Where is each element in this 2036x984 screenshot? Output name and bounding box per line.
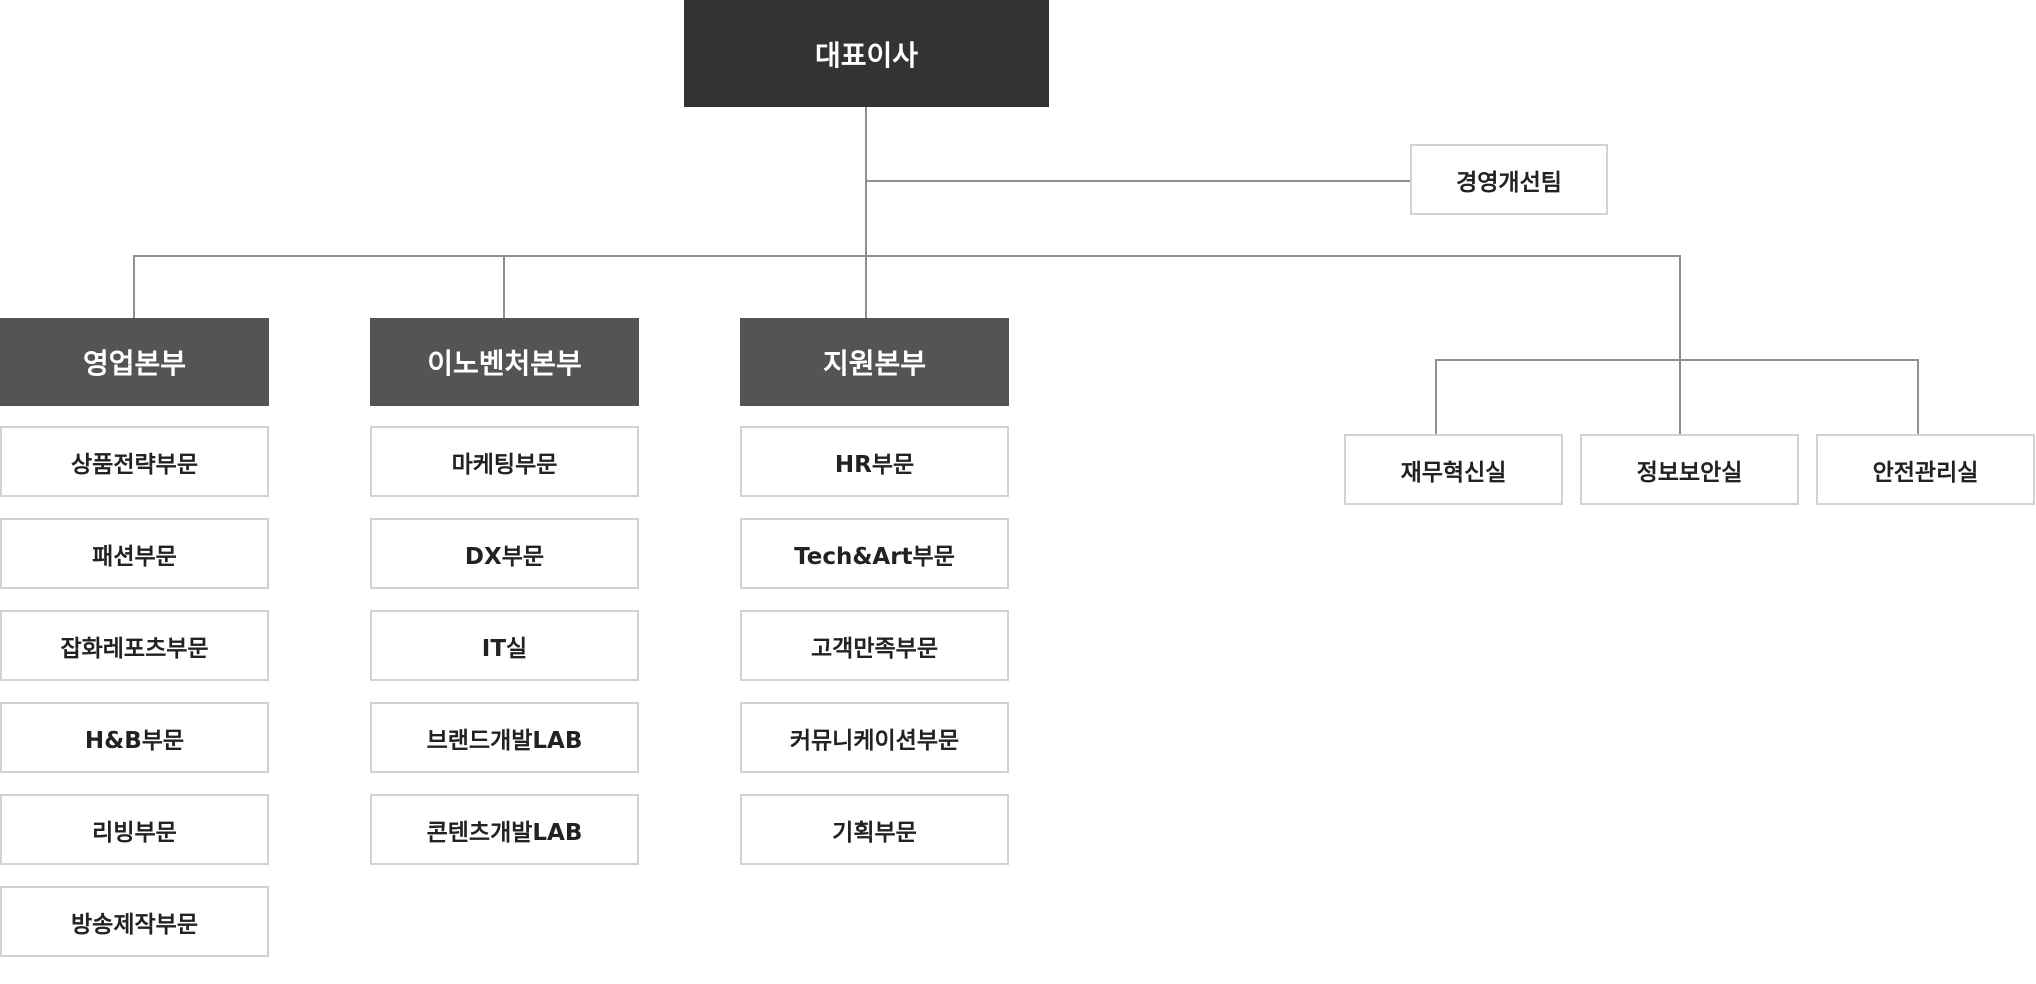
ceo-box: 대표이사 <box>684 0 1049 107</box>
department-box: 브랜드개발LAB <box>370 702 639 773</box>
division-box: 영업본부 <box>0 318 269 406</box>
department-box: IT실 <box>370 610 639 681</box>
department-box: 잡화레포츠부문 <box>0 610 269 681</box>
department-box: HR부문 <box>740 426 1009 497</box>
connector-office-1 <box>1435 359 1437 435</box>
department-box: 콘텐츠개발LAB <box>370 794 639 865</box>
connector-offices-horizontal <box>1435 359 1919 361</box>
department-box: Tech&Art부문 <box>740 518 1009 589</box>
office-box: 안전관리실 <box>1816 434 2035 505</box>
connector-ceo-trunk <box>865 107 867 318</box>
department-box: DX부문 <box>370 518 639 589</box>
staff-team-box: 경영개선팀 <box>1410 144 1608 215</box>
connector-main-horizontal <box>133 255 1681 257</box>
department-box: 기획부문 <box>740 794 1009 865</box>
department-box: 방송제작부문 <box>0 886 269 957</box>
division-box: 지원본부 <box>740 318 1009 406</box>
office-box: 정보보안실 <box>1580 434 1799 505</box>
department-box: H&B부문 <box>0 702 269 773</box>
connector-office-3 <box>1917 359 1919 435</box>
connector-division-2 <box>503 255 505 318</box>
department-box: 패션부문 <box>0 518 269 589</box>
department-box: 리빙부문 <box>0 794 269 865</box>
connector-division-1 <box>133 255 135 318</box>
connector-offices-trunk <box>1679 255 1681 435</box>
connector-staff <box>865 180 1411 182</box>
office-box: 재무혁신실 <box>1344 434 1563 505</box>
department-box: 마케팅부문 <box>370 426 639 497</box>
department-box: 고객만족부문 <box>740 610 1009 681</box>
department-box: 커뮤니케이션부문 <box>740 702 1009 773</box>
division-box: 이노벤처본부 <box>370 318 639 406</box>
department-box: 상품전략부문 <box>0 426 269 497</box>
